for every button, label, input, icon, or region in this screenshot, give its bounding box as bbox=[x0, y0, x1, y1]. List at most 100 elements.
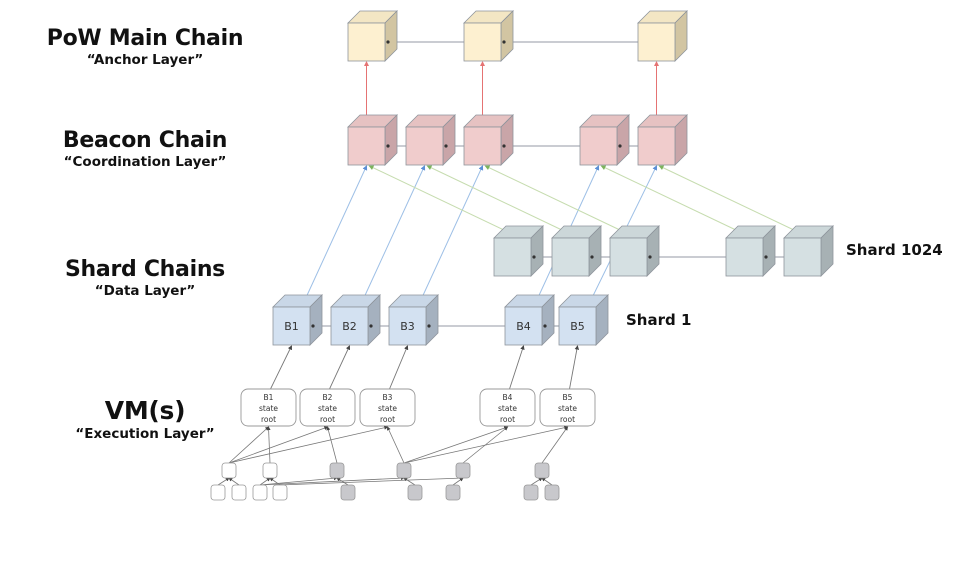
trie-link bbox=[462, 426, 509, 464]
layer-title: VM(s) bbox=[104, 396, 186, 425]
state-root-text: root bbox=[320, 415, 335, 424]
chain-link-head bbox=[502, 144, 506, 148]
trie-link bbox=[228, 477, 240, 486]
trie-node bbox=[534, 462, 550, 479]
crosslink-shard1024 bbox=[426, 165, 575, 237]
state-root-box: B1 state root bbox=[240, 388, 297, 427]
chain-link-head bbox=[590, 255, 594, 259]
state-root-text: root bbox=[500, 415, 515, 424]
state-root-text: state bbox=[318, 404, 337, 413]
state-root-text: state bbox=[498, 404, 517, 413]
trie-node bbox=[407, 484, 423, 501]
state-root-link bbox=[329, 345, 351, 390]
block-label: B1 bbox=[284, 320, 299, 333]
state-root-text: state bbox=[378, 404, 397, 413]
layer-title: Shard Chains bbox=[65, 257, 225, 282]
block-front-face bbox=[558, 306, 597, 346]
state-root-text: B4 bbox=[503, 393, 513, 402]
crosslink-shard1 bbox=[419, 165, 484, 304]
state-root-text: state bbox=[558, 404, 577, 413]
block-front-face bbox=[493, 237, 532, 277]
block-front-face bbox=[725, 237, 764, 277]
trie-node bbox=[340, 484, 356, 501]
shard1024-block bbox=[725, 225, 776, 277]
trie-link bbox=[530, 477, 543, 486]
state-root-box: B4 state root bbox=[479, 388, 536, 427]
trie-node bbox=[523, 484, 539, 501]
shard-1-label: Shard 1 bbox=[626, 311, 692, 329]
block-label: B4 bbox=[516, 320, 531, 333]
block-front-face bbox=[551, 237, 590, 277]
shard1024-block bbox=[609, 225, 660, 277]
state-root-link bbox=[389, 345, 409, 390]
trie-node bbox=[272, 484, 288, 501]
trie-node bbox=[262, 462, 278, 479]
trie-link bbox=[452, 477, 464, 486]
chain-link-head bbox=[386, 144, 390, 148]
trie-node bbox=[396, 462, 412, 479]
chain-link-head bbox=[618, 144, 622, 148]
state-root-frame bbox=[240, 388, 297, 427]
chain-link-head bbox=[764, 255, 768, 259]
crosslink-shard1024 bbox=[658, 165, 807, 237]
chain-link-head bbox=[311, 324, 315, 328]
layer-title: Beacon Chain bbox=[62, 128, 228, 153]
trie-node bbox=[210, 484, 226, 501]
beacon-block bbox=[347, 114, 398, 166]
state-root-text: root bbox=[261, 415, 276, 424]
shard1024-block bbox=[783, 225, 834, 277]
crosslink-shard1024 bbox=[600, 165, 749, 237]
trie-node bbox=[252, 484, 268, 501]
state-root-text: state bbox=[259, 404, 278, 413]
beacon-block bbox=[463, 114, 514, 166]
shard1-block: B1 bbox=[272, 294, 323, 346]
state-root-link bbox=[270, 345, 292, 390]
layer-subtitle: “Execution Layer” bbox=[75, 426, 215, 442]
trie-link bbox=[259, 476, 338, 486]
state-root-link bbox=[569, 345, 580, 390]
layer-label-beacon: Beacon Chain “Coordination Layer” bbox=[30, 128, 260, 170]
pow-block bbox=[463, 10, 514, 62]
layer-label-vm: VM(s) “Execution Layer” bbox=[30, 396, 260, 442]
chain-link-head bbox=[532, 255, 536, 259]
trie-node bbox=[231, 484, 247, 501]
shard1024-block bbox=[551, 225, 602, 277]
beacon-block bbox=[637, 114, 688, 166]
trie-link bbox=[403, 426, 509, 464]
block-label: B2 bbox=[342, 320, 357, 333]
trie-link bbox=[217, 477, 230, 486]
state-root-text: B2 bbox=[323, 393, 333, 402]
state-root-box: B5 state root bbox=[539, 388, 596, 427]
block-label: B5 bbox=[570, 320, 585, 333]
trie-node bbox=[445, 484, 461, 501]
layer-title: PoW Main Chain bbox=[46, 26, 244, 51]
trie-link bbox=[228, 426, 270, 464]
chain-link-head bbox=[543, 324, 547, 328]
trie-link bbox=[228, 426, 329, 464]
crosslink-shard1 bbox=[303, 165, 368, 304]
block-front-face bbox=[463, 22, 502, 62]
block-front-face bbox=[463, 126, 502, 166]
links-layer bbox=[303, 38, 807, 330]
layer-label-pow: PoW Main Chain “Anchor Layer” bbox=[30, 26, 260, 68]
trie-node bbox=[455, 462, 471, 479]
crosslink-shard1024 bbox=[484, 165, 633, 237]
state-root-text: B5 bbox=[563, 393, 573, 402]
state-root-text: root bbox=[560, 415, 575, 424]
layer-subtitle: “Data Layer” bbox=[94, 283, 196, 299]
shard1-block: B2 bbox=[330, 294, 381, 346]
block-front-face bbox=[609, 237, 648, 277]
beacon-block bbox=[579, 114, 630, 166]
block-front-face bbox=[272, 306, 311, 346]
state-root-box: B2 state root bbox=[299, 388, 356, 427]
state-root-text: B1 bbox=[264, 393, 274, 402]
chain-link-head bbox=[386, 40, 390, 44]
pow-block bbox=[637, 10, 688, 62]
trie-link bbox=[403, 477, 416, 486]
block-front-face bbox=[637, 126, 676, 166]
trie-link bbox=[336, 477, 349, 486]
block-front-face bbox=[504, 306, 543, 346]
